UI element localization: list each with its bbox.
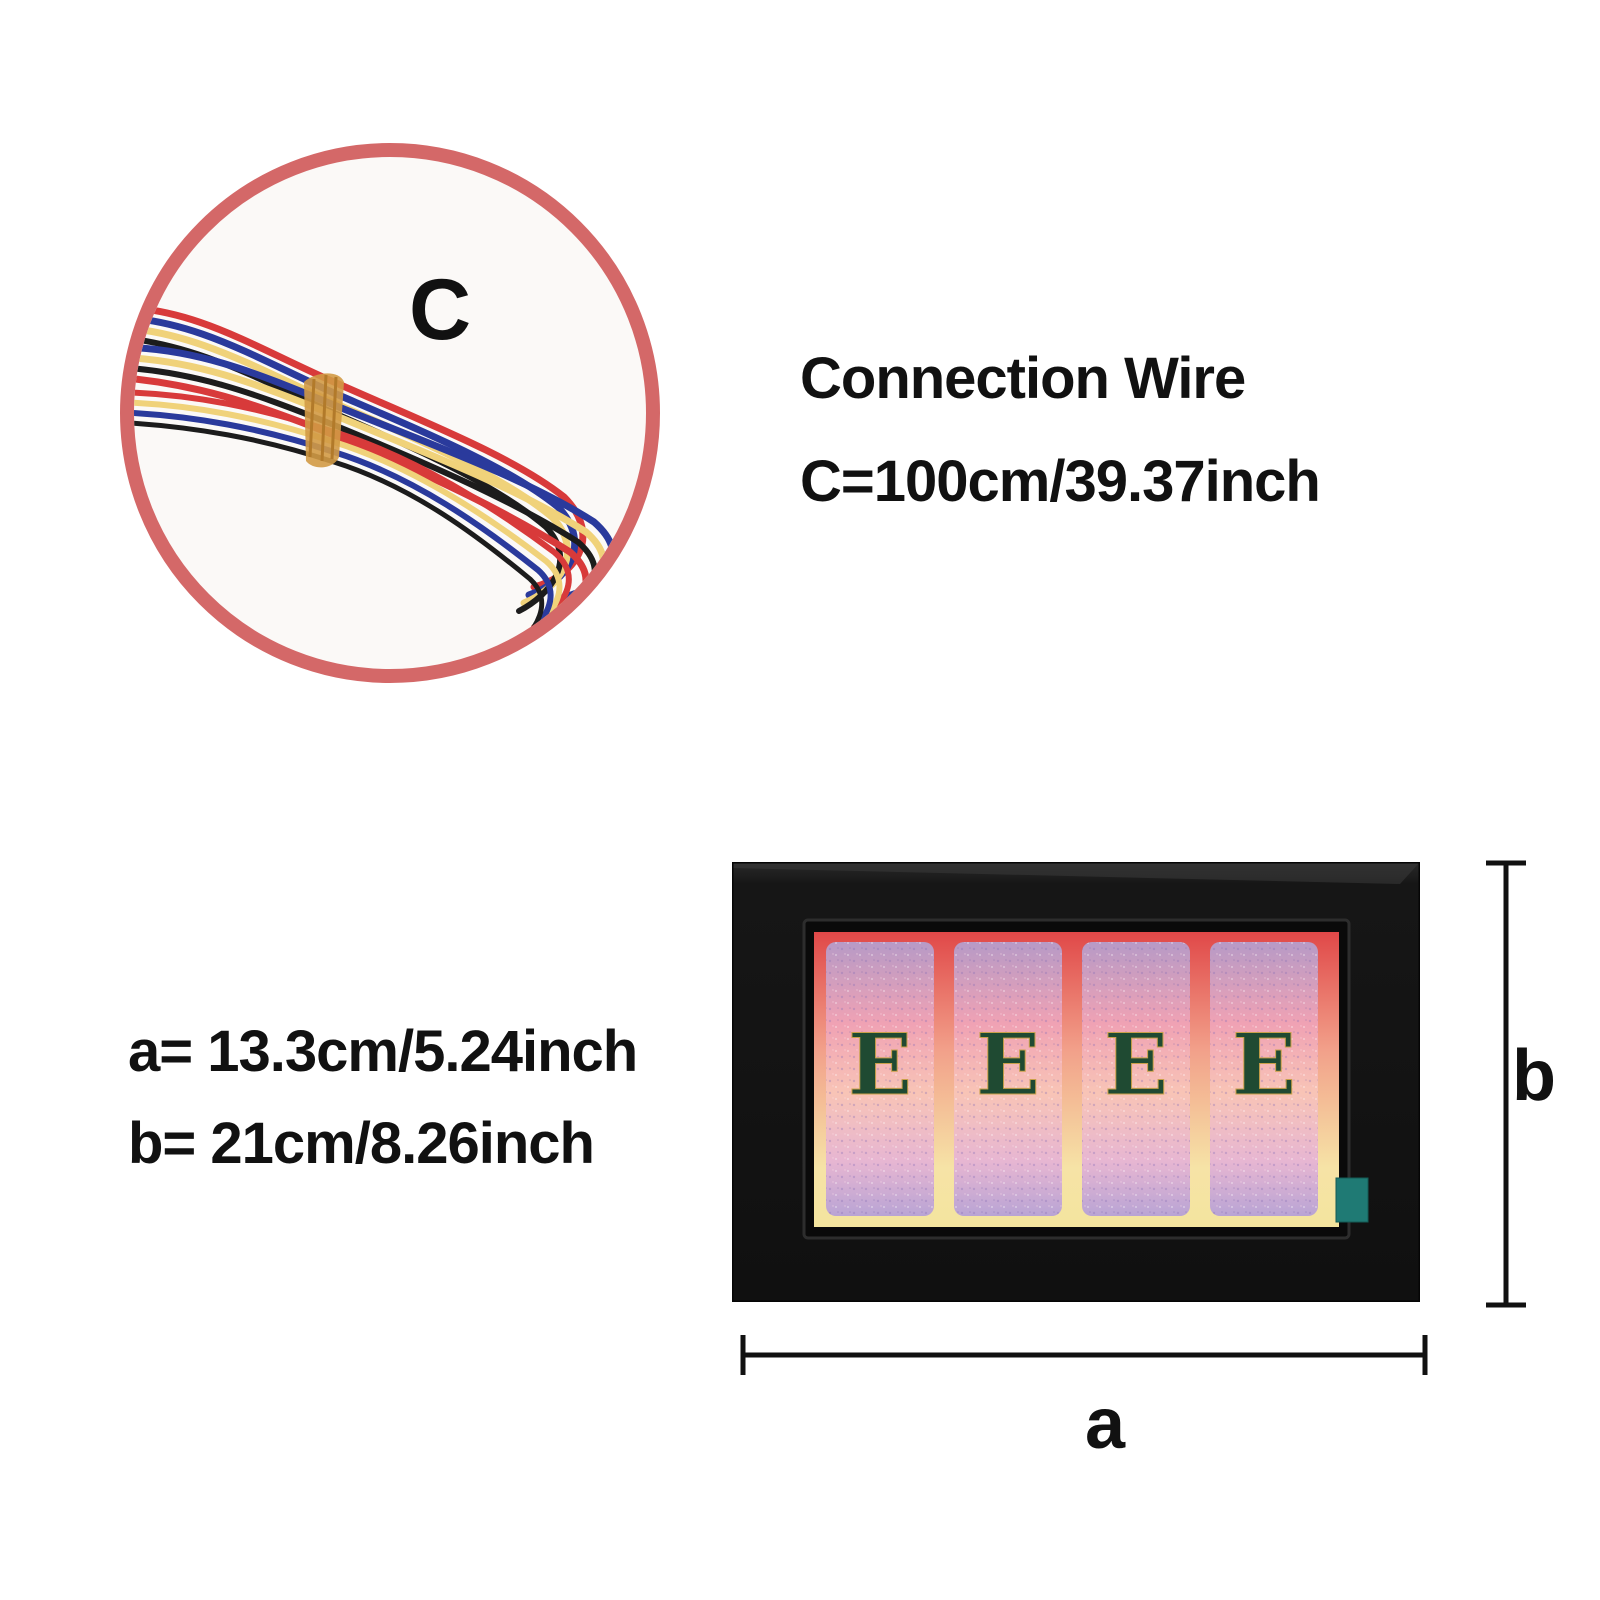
dimension-a-bracket <box>740 1335 1428 1375</box>
dimension-b-bracket <box>1486 860 1526 1308</box>
card-letter-1: E <box>848 1015 912 1114</box>
dimension-b-spec: b= 21cm/8.26inch <box>128 1111 595 1176</box>
wire-callout-letter: C <box>409 262 472 358</box>
product-panel-image: E E E E <box>730 860 1422 1304</box>
connection-wire-image: C <box>120 143 660 683</box>
rubber-band-tie <box>304 373 344 468</box>
connector-tab <box>1335 1177 1369 1223</box>
card-4 <box>1210 942 1318 1216</box>
card-2 <box>954 942 1062 1216</box>
card-letter-4: E <box>1232 1015 1296 1114</box>
card-3 <box>1082 942 1190 1216</box>
dimension-a-spec: a= 13.3cm/5.24inch <box>128 1019 638 1084</box>
card-letter-2: E <box>976 1015 1040 1114</box>
dimension-b-label: b <box>1512 1036 1556 1116</box>
dimension-a-label: a <box>1085 1384 1126 1464</box>
wire-bundle-drawing <box>134 304 617 654</box>
connection-wire-title: Connection Wire <box>800 346 1246 411</box>
card-letter-3: E <box>1104 1015 1168 1114</box>
connection-wire-length: C=100cm/39.37inch <box>800 449 1321 514</box>
card-1 <box>826 942 934 1216</box>
